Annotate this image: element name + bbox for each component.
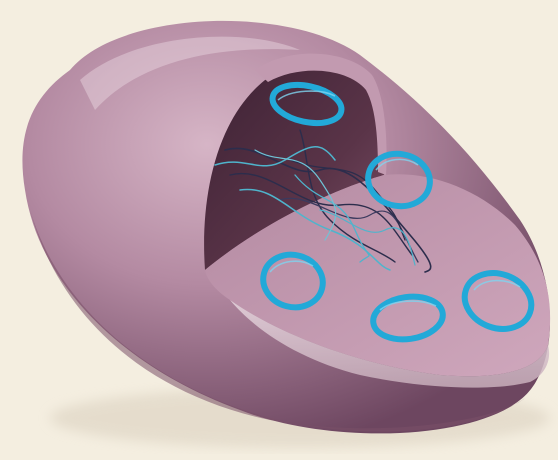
bacterial-cell-svg [0, 0, 558, 460]
illustration-canvas [0, 0, 558, 460]
